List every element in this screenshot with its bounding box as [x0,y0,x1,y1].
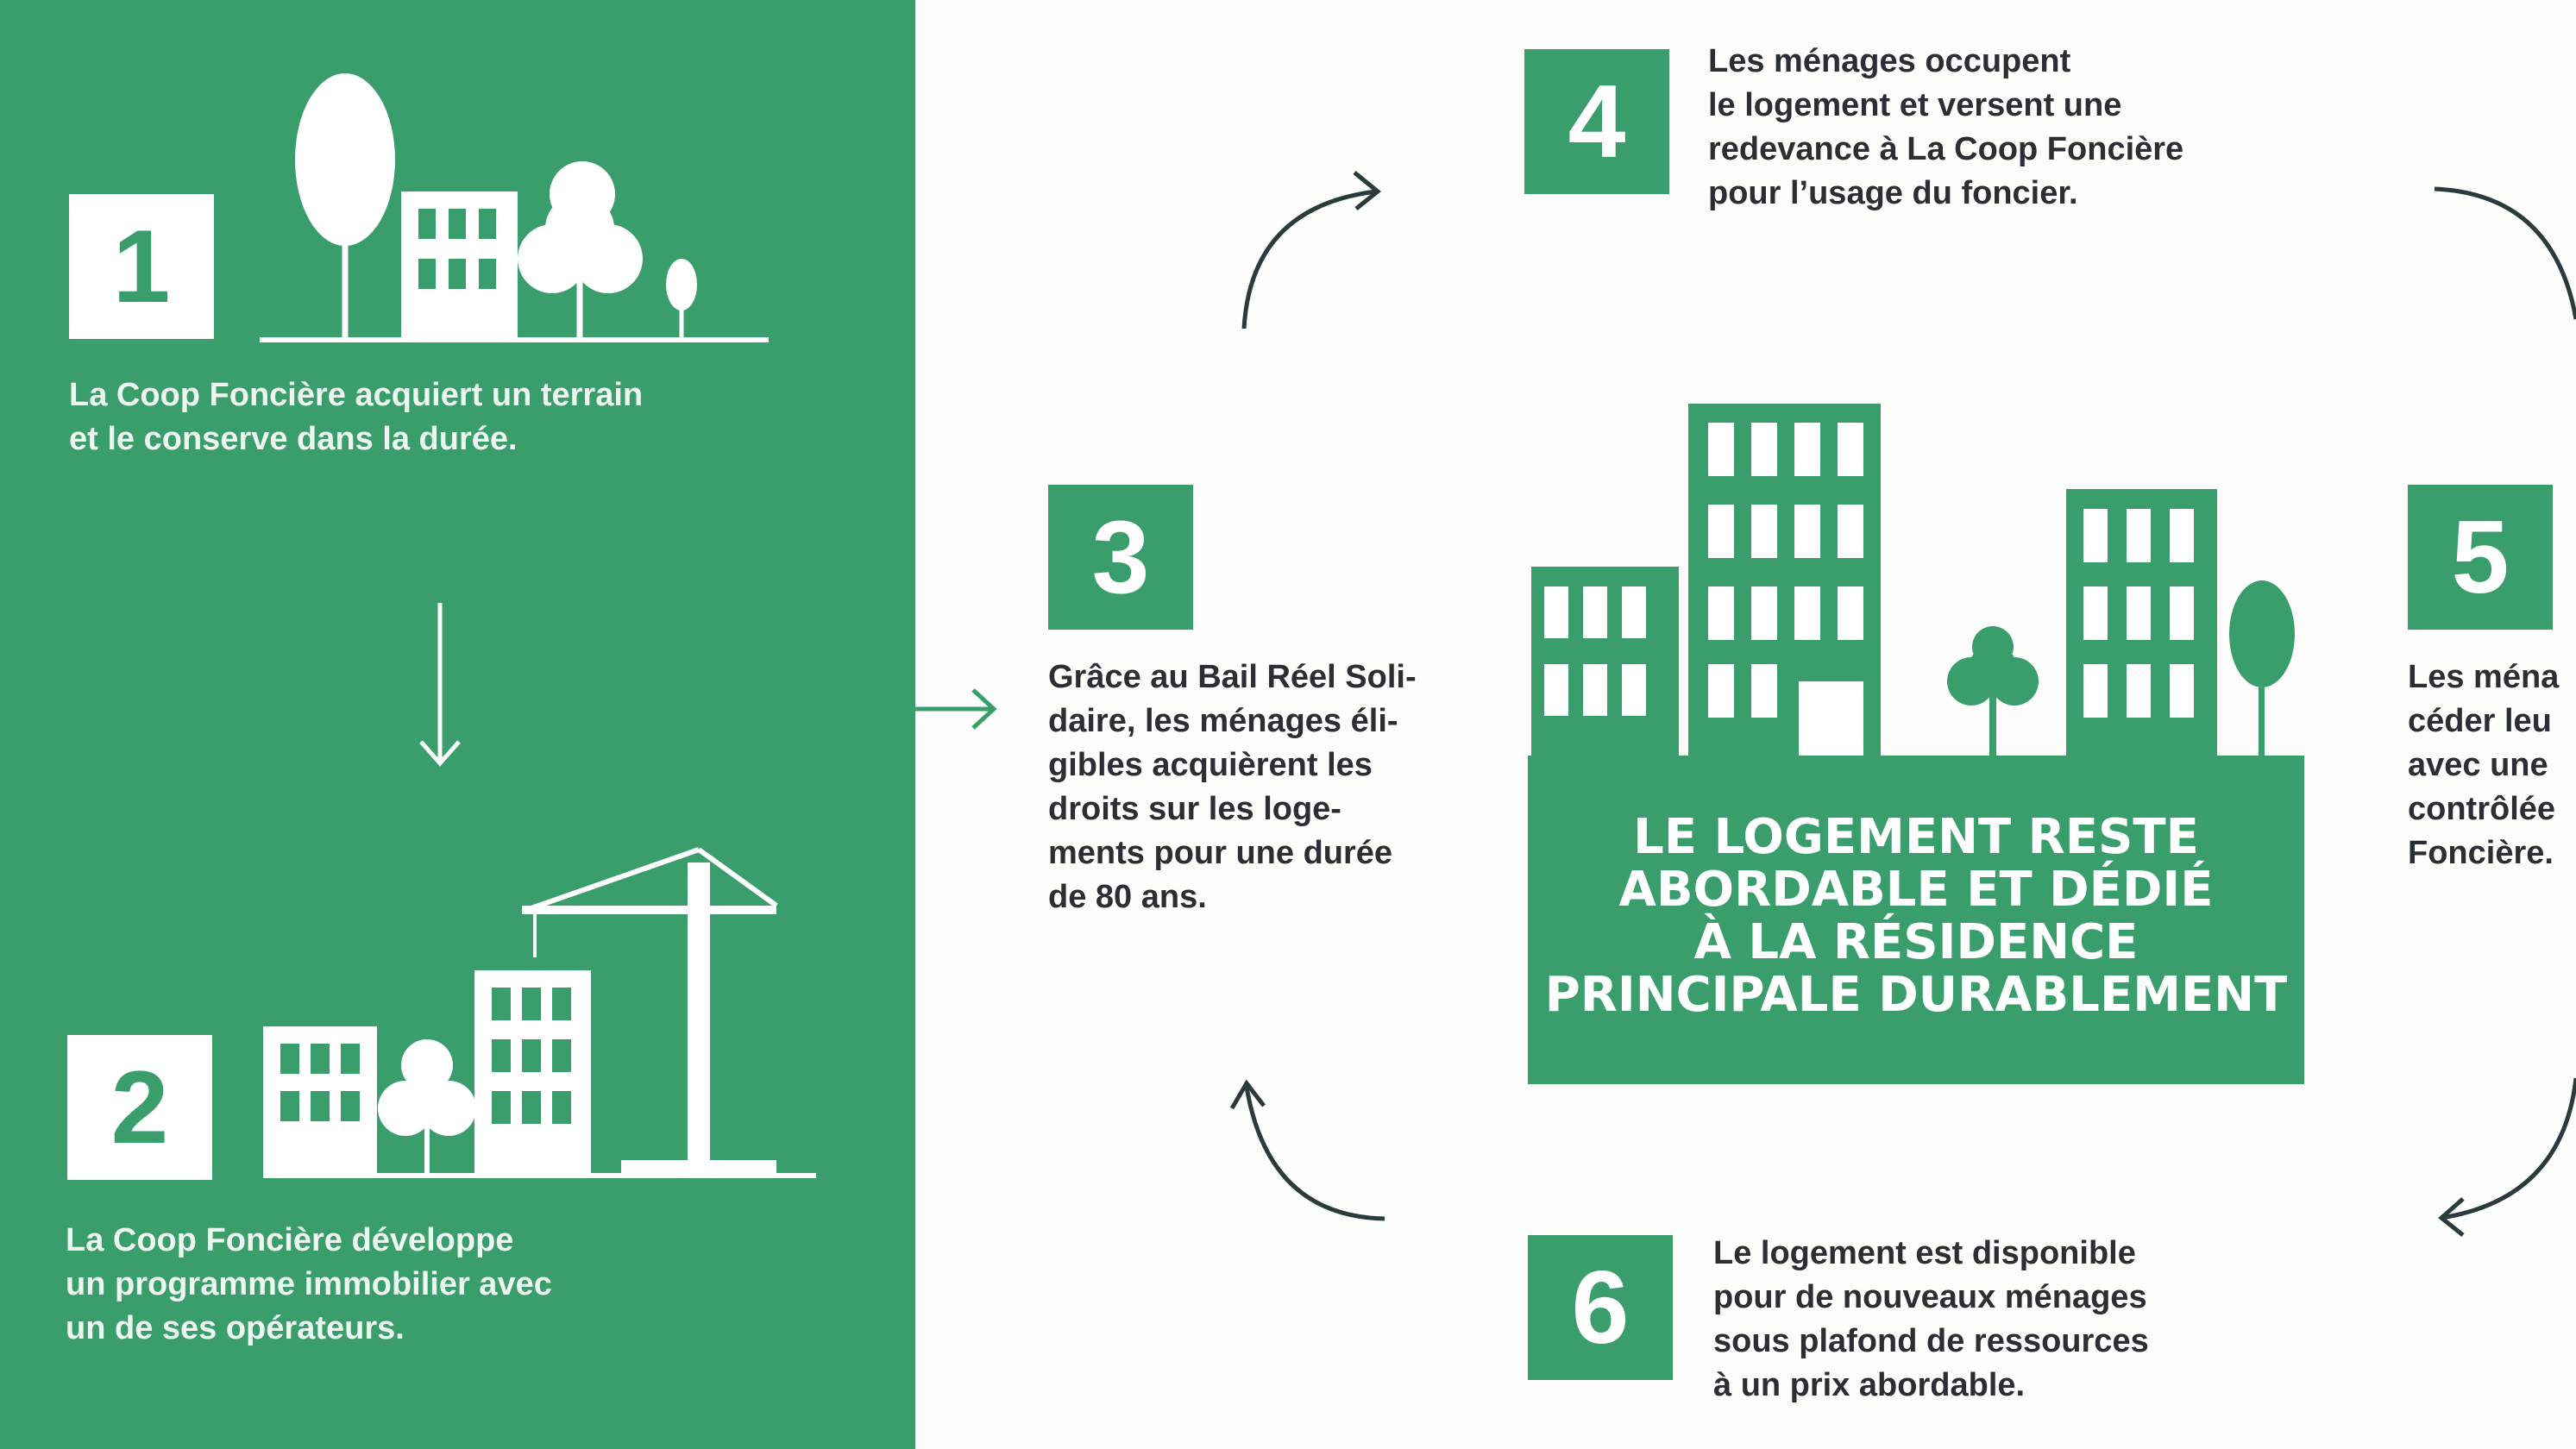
step-2-text: La Coop Foncière développe un programme … [66,1222,552,1346]
cycle-arrows-icon [1229,171,2576,1237]
center-message: LE LOGEMENT RESTE ABORDABLE ET DÉDIÉ À L… [1544,809,2288,1023]
right-arrow-icon [915,688,997,730]
step-6-badge: 6 [1528,1235,1673,1380]
step-2-badge: 2 [67,1035,212,1180]
step-4-text: Les ménages occupent le logement et vers… [1708,43,2184,211]
step-1-badge: 1 [69,194,214,339]
step-1-text: La Coop Foncière acquiert un terrain et … [69,377,644,457]
step-5-badge: 5 [2408,485,2553,630]
step-5-text: Les ména céder leu avec une contrôlée Fo… [2408,659,2560,871]
step-3-text: Grâce au Bail Réel Soli- daire, les ména… [1048,659,1417,915]
step-6-text: Le logement est disponible pour de nouve… [1713,1235,2149,1403]
step-3-badge: 3 [1048,485,1193,630]
step-4-badge: 4 [1524,49,1669,194]
land-illustration [260,73,769,342]
